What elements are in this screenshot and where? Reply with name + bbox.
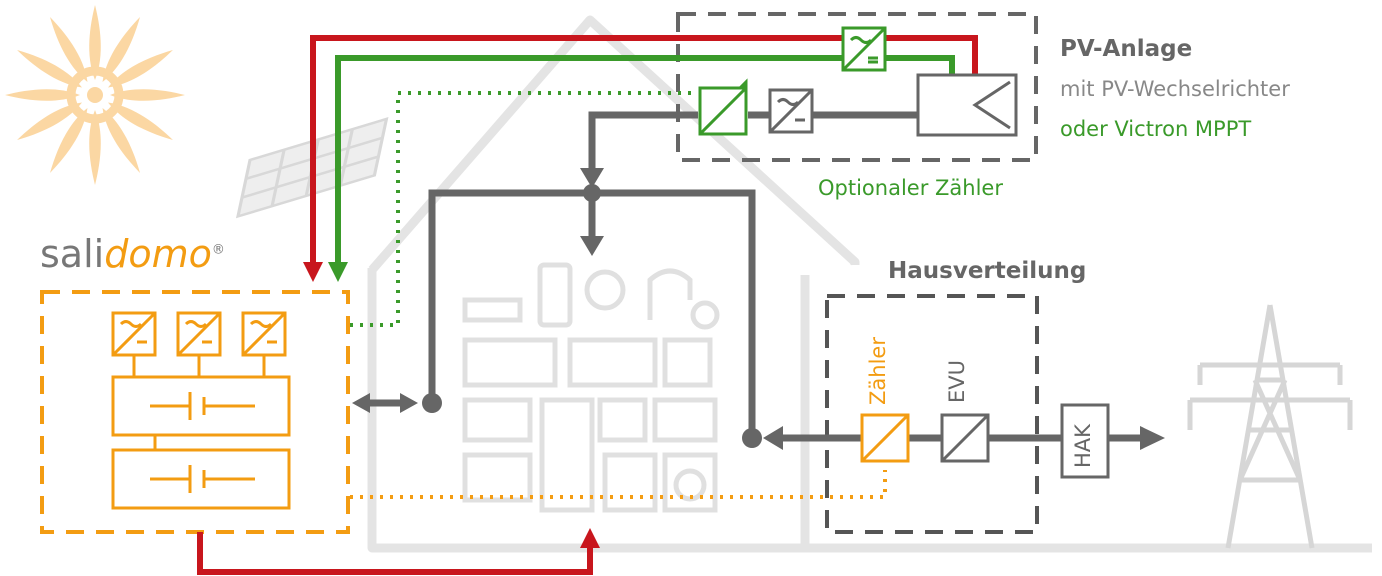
meter-label: Zähler [866,337,890,405]
red-cable [310,35,978,272]
orange-dotted-line [350,470,887,499]
distribution-title: Hausverteilung [888,258,1087,284]
green-cable [335,55,955,272]
pv-inverter-icon [841,26,887,72]
battery-icon [111,375,291,510]
pv-module-icon [916,73,1018,137]
evu-label: EVU [945,359,969,403]
hak-label: HAK [1071,424,1095,468]
power-pylon-icon [1187,304,1353,549]
optional-meter-label: Optionaler Zähler [818,176,1003,200]
pv-title: PV-Anlage [1060,36,1193,62]
brand-logo: salidomo® [40,232,225,276]
evu-meter-icon [940,413,990,463]
grey-inverter-icon [768,88,814,134]
green-dotted-line [350,91,695,327]
pv-system-box [676,12,1038,162]
sun-icon [5,5,185,185]
red-return-cable [197,532,593,575]
optional-meter-icon [698,78,748,136]
salidomo-inverter-icons [111,311,287,377]
distribution-box [825,294,1039,534]
brand-mark: ® [211,242,225,258]
meter-icon [860,413,910,463]
brand-prefix: sali [40,232,105,276]
brand-suffix: domo [104,232,212,276]
appliances-icon [462,262,720,513]
hak-box [1060,403,1110,479]
pv-victron-label: oder Victron MPPT [1060,117,1252,141]
salidomo-box [40,290,350,534]
house-outline [367,15,1372,553]
pv-subtitle: mit PV-Wechselrichter [1060,77,1290,101]
